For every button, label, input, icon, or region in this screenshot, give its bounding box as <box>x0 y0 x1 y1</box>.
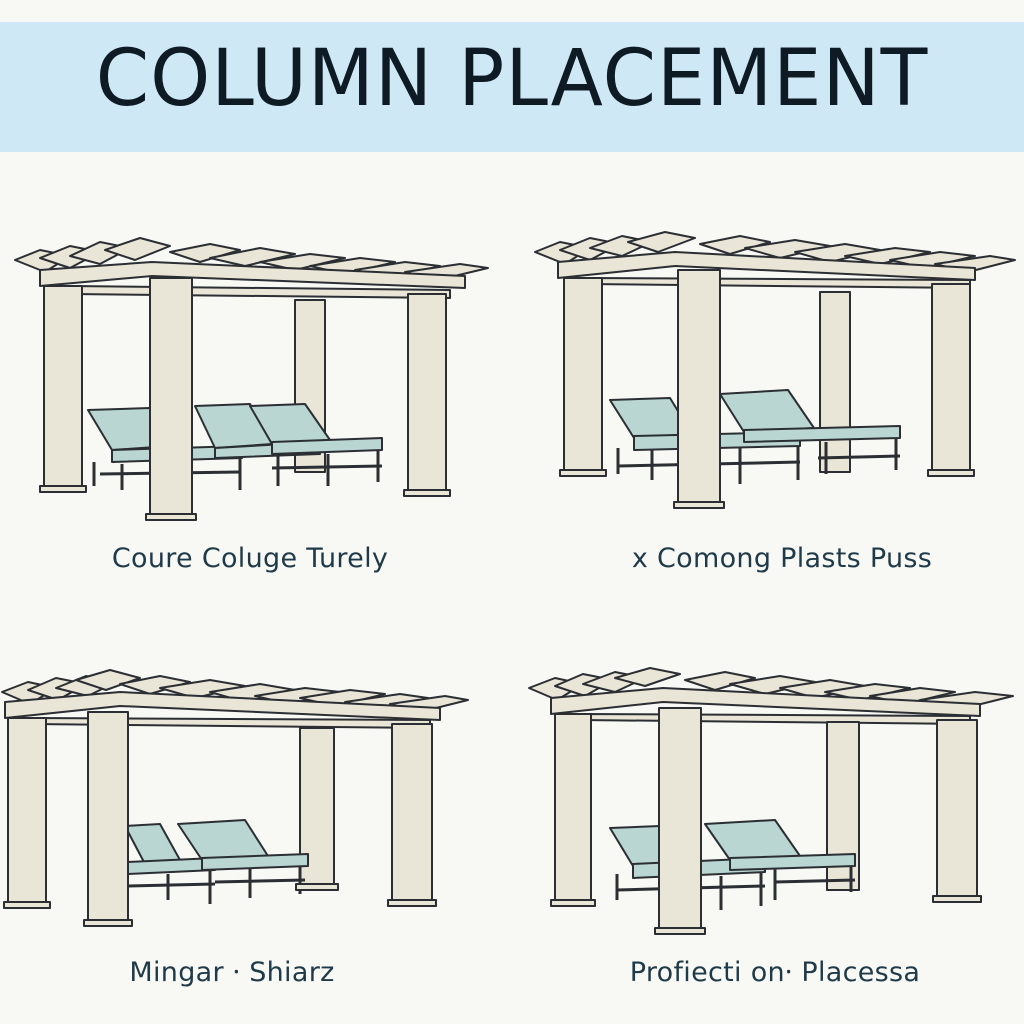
pergola-illustration-4 <box>528 667 1014 935</box>
pergola-diagram-4 <box>525 660 1024 1020</box>
title-banner: COLUMN PLACEMENT <box>0 22 1024 152</box>
pergola-illustration-1 <box>14 237 489 521</box>
page-title: COLUMN PLACEMENT <box>95 34 929 124</box>
panel-caption-1: Coure Coluge Turely <box>111 543 389 574</box>
panel-caption-2: x Comong Plasts Puss <box>631 543 933 574</box>
pergola-diagram-3 <box>0 662 500 1022</box>
pergola-diagram-1 <box>10 228 510 588</box>
pergola-diagram-2 <box>530 222 1024 582</box>
pergola-illustration-2 <box>534 231 1016 509</box>
panel-caption-4: Profiecti on⸱ Placessa <box>629 957 921 988</box>
pergola-illustration-3 <box>1 669 469 927</box>
panel-caption-3: Mingar ⸱ Shiarz <box>129 957 335 988</box>
